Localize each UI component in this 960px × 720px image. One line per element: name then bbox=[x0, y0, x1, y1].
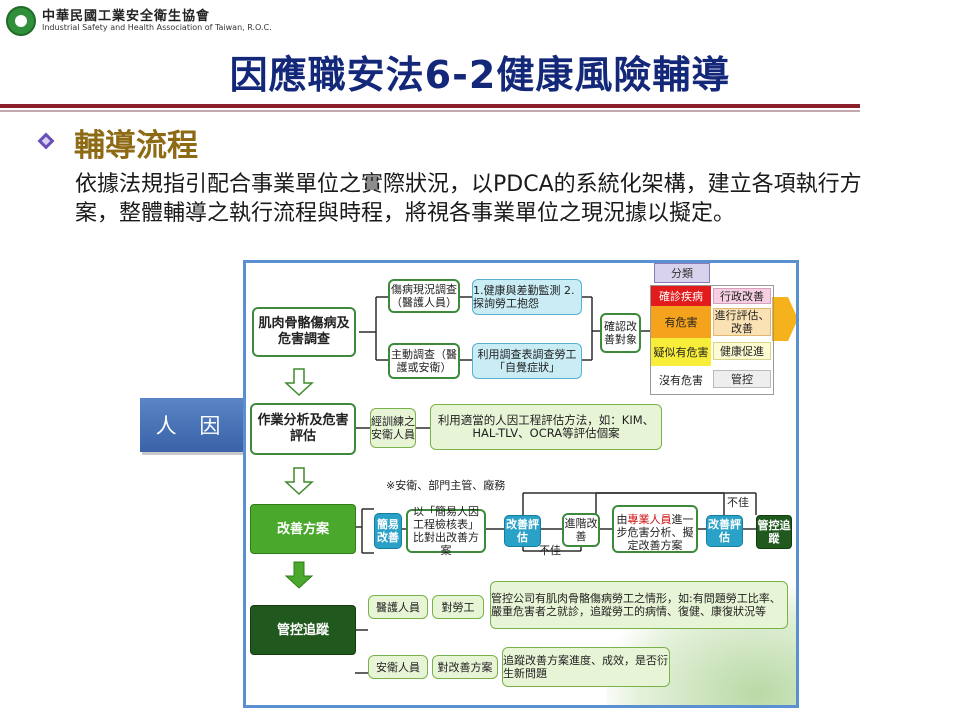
category-row-4-right: 管控 bbox=[713, 370, 771, 388]
org-name-zh: 中華民國工業安全衛生協會 bbox=[42, 8, 211, 24]
questionnaire-box: 利用調查表調查勞工「自覺症狀」 bbox=[472, 343, 582, 379]
category-row-4-left: 沒有危害 bbox=[651, 366, 711, 394]
org-name: 中華民國工業安全衛生協會 Industrial Safety and Healt… bbox=[42, 10, 272, 32]
expert-text-highlight: 專業人員 bbox=[627, 513, 672, 526]
improve-step-box: 改善方案 bbox=[250, 504, 356, 554]
active-survey-box: 主動調查（醫護或安衛） bbox=[388, 343, 460, 379]
ergonomic-method-box: 利用適當的人因工程評估方法，如：KIM、HAL-TLV、OCRA等評估個案 bbox=[430, 404, 662, 450]
improve-evaluation-box-2: 改善評估 bbox=[706, 515, 743, 547]
medical-staff-box: 醫護人員 bbox=[368, 595, 428, 619]
org-name-en: Industrial Safety and Health Association… bbox=[42, 22, 272, 32]
control-tracking-box: 管控追蹤 bbox=[756, 515, 792, 549]
advanced-improve-box: 進階改善 bbox=[562, 513, 600, 547]
medical-control-desc-box: 管控公司有肌肉骨骼傷病勞工之情形，如:有問題勞工比率、嚴重危害者之就診，追蹤勞工… bbox=[490, 581, 788, 629]
simple-improve-box: 簡易改善 bbox=[374, 513, 402, 549]
staff-note: ※安衛、部門主管、廠務 bbox=[386, 478, 506, 492]
category-row-3-right: 健康促進 bbox=[713, 342, 771, 360]
flow-diagram: 肌肉骨骼傷病及危害調查 作業分析及危害評估 改善方案 管控追蹤 傷病現況調查（醫… bbox=[243, 260, 799, 708]
title-divider-thin bbox=[0, 110, 860, 112]
checklist-box: 以「簡易人因工程檢核表」比對出改善方案 bbox=[406, 505, 486, 557]
slide-title: 因應職安法6-2健康風險輔導 bbox=[229, 53, 731, 97]
improve-evaluation-box-1: 改善評估 bbox=[504, 515, 541, 547]
not-good-label-1: 不佳 bbox=[539, 543, 561, 557]
category-row-3-left: 疑似有危害 bbox=[651, 338, 711, 366]
category-row-2-right: 進行評估、改善 bbox=[713, 308, 771, 336]
expert-analysis-box: 由專業人員進一步危害分析、擬定改善方案 bbox=[612, 505, 698, 553]
current-injury-survey-box: 傷病現況調查（醫護人員） bbox=[388, 279, 460, 313]
monitoring-box: 1.健康與差勤監測 2.探詢勞工抱怨 bbox=[472, 279, 582, 315]
category-row-2-left: 有危害 bbox=[651, 306, 711, 338]
safety-staff-box: 安衛人員 bbox=[368, 655, 428, 679]
title-divider bbox=[0, 104, 860, 108]
body-paragraph: 依據法規指引配合事業單位之實際狀況，以PDCA的系統化架構，建立各項執行方案，整… bbox=[75, 172, 862, 226]
category-header: 分類 bbox=[654, 263, 710, 283]
category-table: 確診疾病 行政改善 有危害 進行評估、改善 疑似有危害 健康促進 沒有危害 管控 bbox=[650, 285, 774, 395]
category-row-1-left: 確診疾病 bbox=[651, 286, 711, 306]
connector-lines bbox=[284, 296, 796, 674]
header-logo-row: 中華民國工業安全衛生協會 Industrial Safety and Healt… bbox=[6, 6, 272, 36]
confirm-target-box: 確認改善對象 bbox=[600, 313, 641, 353]
diamond-bullet-icon bbox=[37, 132, 55, 150]
survey-step-box: 肌肉骨骼傷病及危害調查 bbox=[252, 307, 356, 357]
to-workers-box: 對勞工 bbox=[432, 595, 484, 619]
tracking-desc-box: 追蹤改善方案進度、成效，是否衍生新問題 bbox=[502, 647, 670, 687]
not-good-label-2: 不佳 bbox=[727, 495, 749, 509]
side-label: 人 因 bbox=[140, 398, 244, 452]
analysis-step-box: 作業分析及危害評估 bbox=[250, 403, 356, 455]
trained-staff-box: 經訓練之安衛人員 bbox=[370, 408, 416, 448]
category-row-1-right: 行政改善 bbox=[713, 288, 771, 304]
control-step-box: 管控追蹤 bbox=[250, 605, 356, 655]
expert-text-pre: 由 bbox=[616, 513, 628, 526]
expert-text-post: 進一步危害分析、擬定改善方案 bbox=[616, 513, 694, 552]
to-improve-plan-box: 對改善方案 bbox=[432, 655, 498, 679]
section-heading: 輔導流程 bbox=[74, 128, 198, 164]
association-logo bbox=[6, 6, 36, 36]
